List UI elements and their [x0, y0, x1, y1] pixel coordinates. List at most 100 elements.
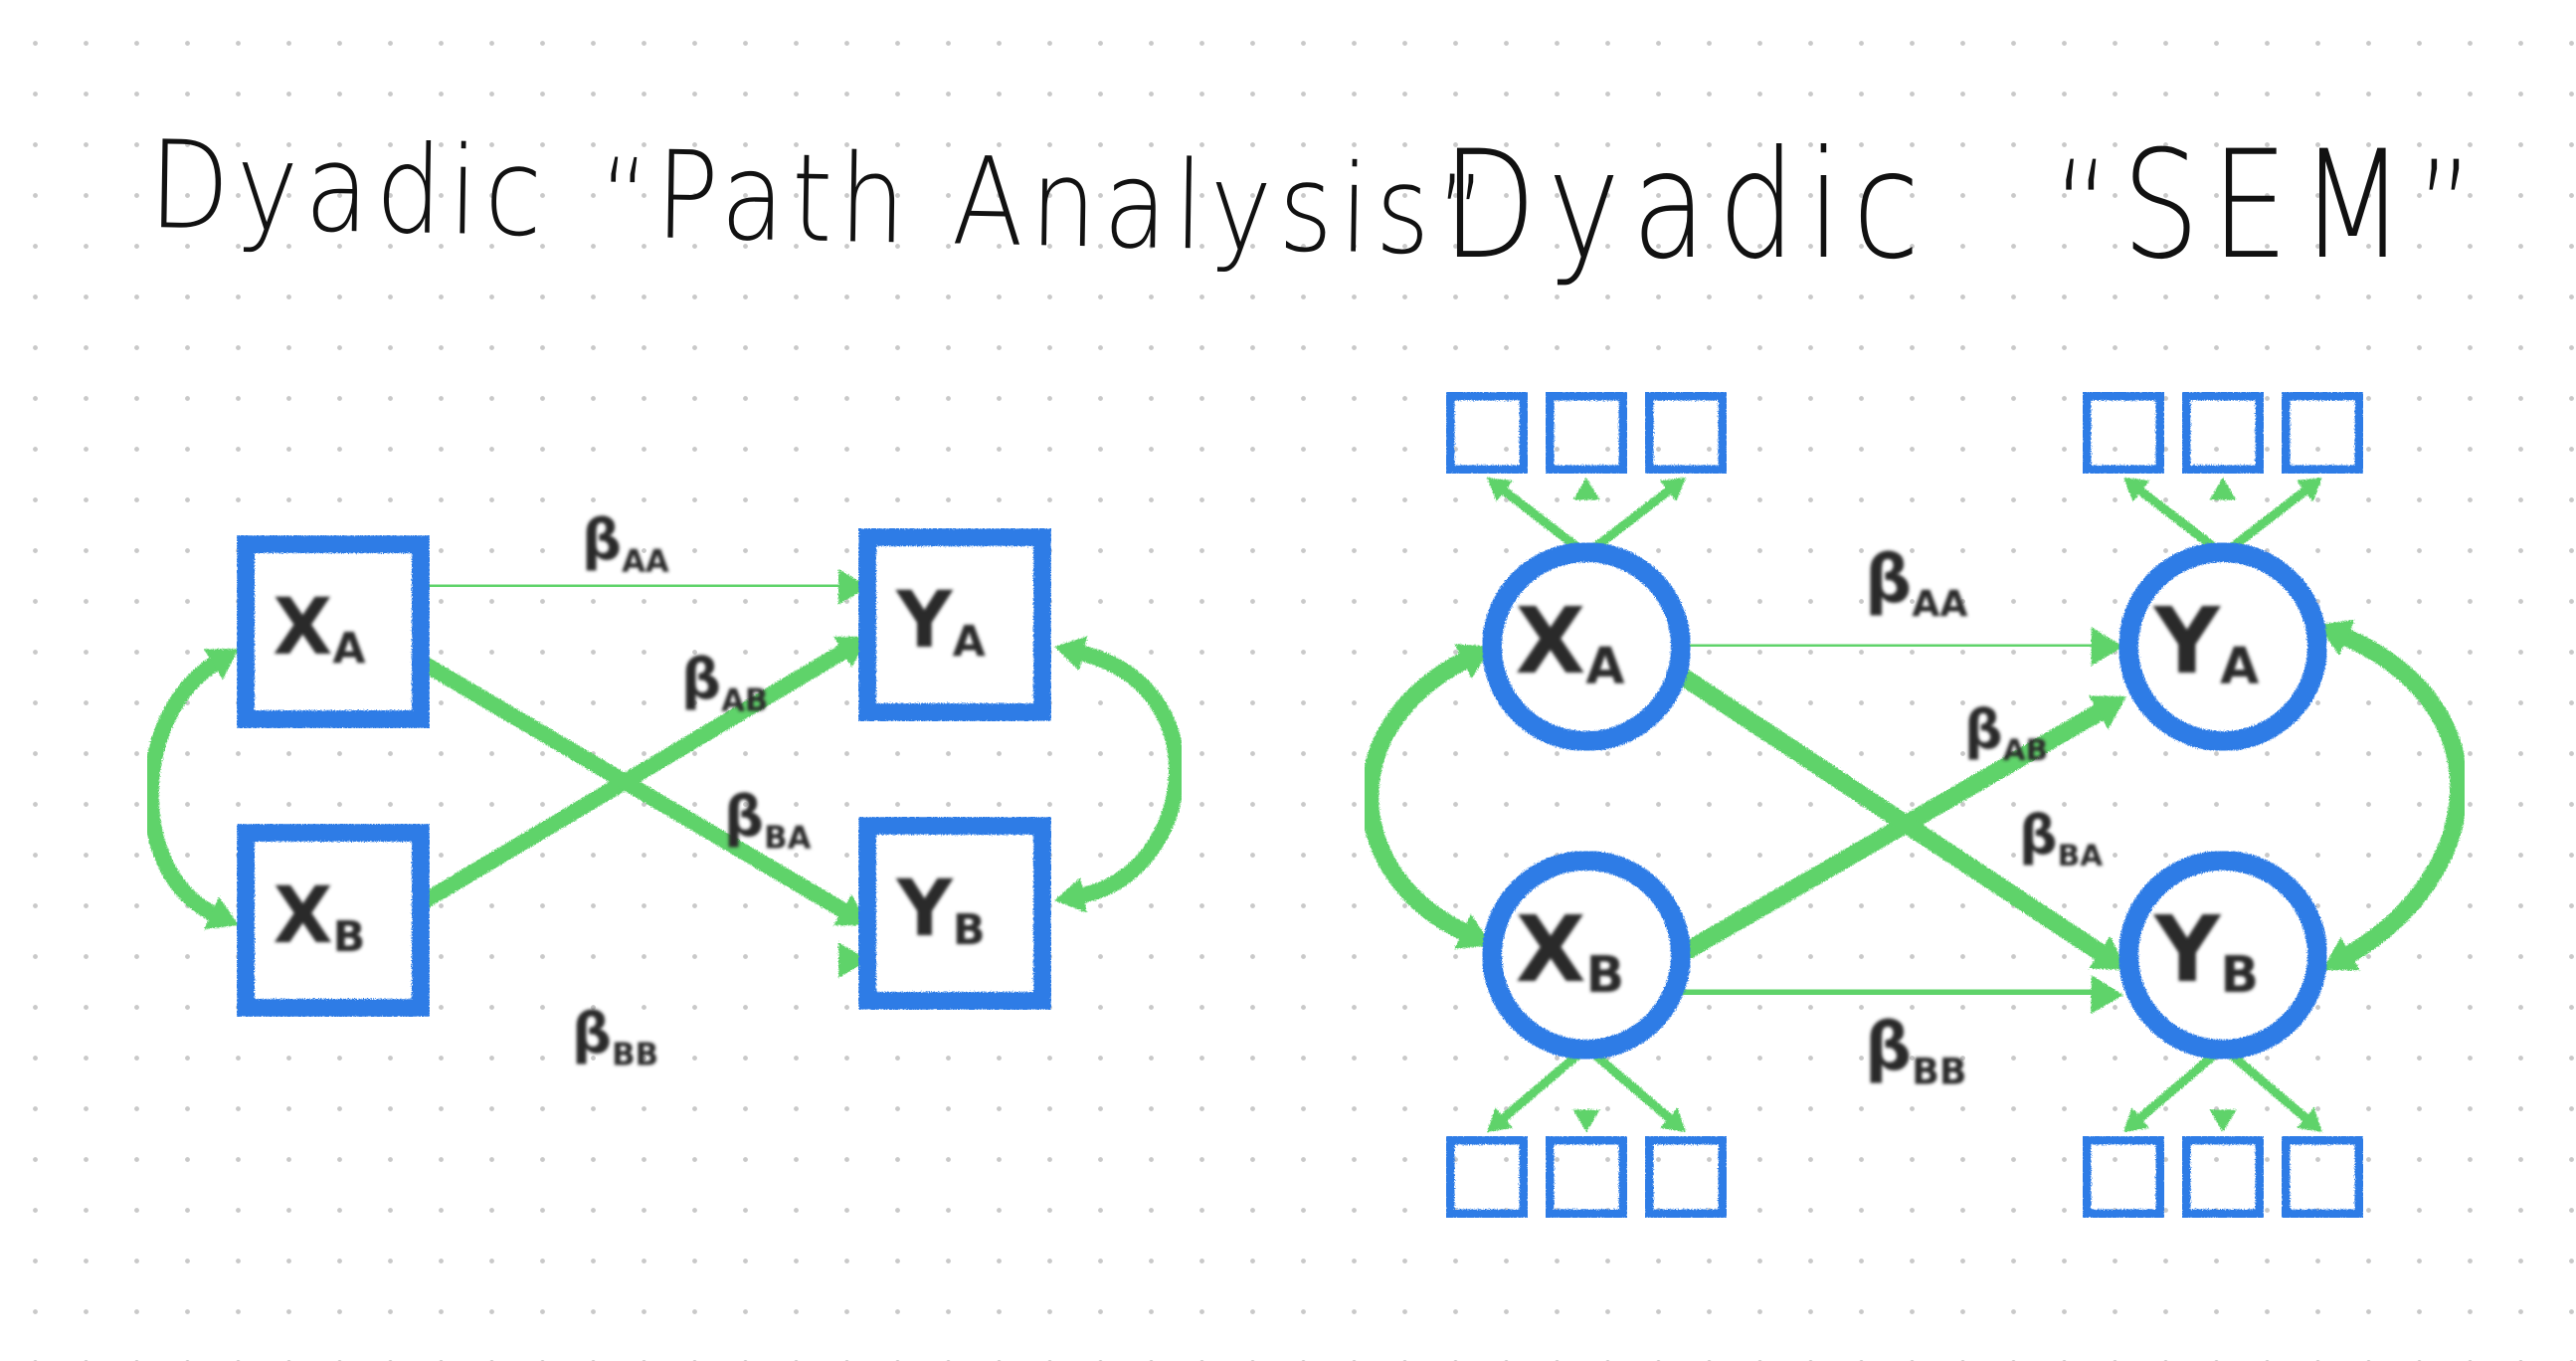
- path-arrow-aa-head: [2091, 627, 2123, 667]
- loading-arrow-xa-1: [1487, 478, 1591, 559]
- beta-label-bb: βBB: [572, 1002, 658, 1072]
- beta-label-ab-greek: β: [1964, 698, 2003, 761]
- latent-yb: YB: [2118, 851, 2327, 1060]
- indicator-box: [1644, 1135, 1728, 1219]
- beta-label-ab-subscript: AB: [2003, 733, 2049, 768]
- node-label-ya-subscript: A: [2220, 637, 2259, 695]
- node-label-xa-subscript: A: [332, 624, 365, 674]
- covariance-arrow-y-curve: [2334, 627, 2469, 965]
- path-arrow-bb-head: [838, 942, 868, 978]
- node-xa: XA: [237, 535, 430, 728]
- loading-arrow-yb-1-head: [2123, 1107, 2149, 1132]
- covariance-arrow-x-curve: [142, 654, 225, 923]
- node-label-yb-subscript: B: [2220, 945, 2259, 1004]
- indicator-box: [1545, 1135, 1628, 1219]
- node-label-yb-main: Y: [2153, 896, 2222, 1003]
- beta-label-aa: βAA: [1865, 541, 1967, 626]
- node-label-ya-main: Y: [895, 576, 954, 666]
- beta-label-bb-subscript: BB: [612, 1037, 658, 1072]
- loading-arrow-ya-2-head: [2209, 478, 2237, 500]
- beta-label-bb-subscript: BB: [1912, 1051, 1966, 1093]
- indicator-box: [1644, 391, 1728, 475]
- beta-label-ab: βAB: [681, 648, 768, 718]
- indicator-box: [1445, 1135, 1529, 1219]
- loading-arrow-xb-1: [1487, 1043, 1591, 1132]
- node-label-xa: XA: [273, 583, 365, 674]
- node-label-xb-main: X: [1516, 896, 1586, 1003]
- node-label-yb-main: Y: [895, 865, 954, 954]
- node-label-xb-main: X: [274, 872, 333, 961]
- beta-label-bb: βBB: [1865, 1009, 1967, 1093]
- path-arrow-aa-shaft: [418, 577, 850, 595]
- covariance-arrow-x-head-start: [204, 649, 239, 680]
- indicator-box: [2082, 1135, 2165, 1219]
- covariance-arrow-x: [142, 649, 239, 929]
- indicator-box: [1545, 391, 1628, 475]
- node-box: [858, 528, 1051, 721]
- indicators-xa: [1445, 391, 1728, 559]
- close-quote: ”: [2416, 132, 2485, 289]
- beta-label-aa-subscript: AA: [1912, 583, 1967, 626]
- path-arrow-aa: [1674, 627, 2123, 667]
- loading-arrow-xa-1-head: [1487, 478, 1514, 502]
- loading-arrow-ya-1: [2123, 478, 2228, 559]
- loading-arrow-xb-1-head: [1487, 1107, 1513, 1132]
- node-label-yb-subscript: B: [953, 905, 986, 955]
- indicator-box: [2281, 1135, 2364, 1219]
- node-ya: YA: [858, 528, 1051, 721]
- beta-label-bb-greek: β: [1865, 1009, 1912, 1085]
- title-sem: Dyadic“SEM”: [1442, 119, 2485, 292]
- beta-label-ba: βBA: [724, 785, 812, 856]
- indicator-box: [2181, 391, 2265, 475]
- loading-arrow-yb-1: [2123, 1043, 2228, 1132]
- loading-arrow-yb-3-shaft: [2218, 1043, 2312, 1124]
- covariance-arrow-x-head-end: [1454, 913, 1492, 949]
- indicator-box: [1445, 391, 1529, 475]
- loading-arrow-xb-3: [1581, 1043, 1686, 1132]
- latent-xa: XA: [1482, 542, 1691, 751]
- beta-label-ab-greek: β: [681, 648, 721, 712]
- node-box: [858, 817, 1051, 1010]
- covariance-arrow-y: [1054, 636, 1185, 913]
- title-right-quoted: SEM: [2121, 119, 2417, 292]
- loading-arrow-xb-3-shaft: [1581, 1043, 1676, 1124]
- beta-label-ba-greek: β: [724, 785, 764, 850]
- loading-arrow-xa-2-head: [1572, 478, 1600, 500]
- node-yb: YB: [858, 817, 1051, 1010]
- latent-ya: YA: [2118, 542, 2327, 751]
- beta-label-ab-subscript: AB: [721, 682, 768, 718]
- loading-arrow-ya-1-head: [2123, 478, 2150, 502]
- path-arrow-ab: [418, 636, 868, 908]
- latent-circle: [2118, 851, 2327, 1060]
- path-arrow-ab-shaft: [1674, 701, 2112, 962]
- covariance-arrow-y-head-end: [1054, 877, 1087, 913]
- covariance-arrow-x-head-end: [204, 896, 239, 929]
- loading-arrow-xb-2-head: [1572, 1109, 1600, 1132]
- latent-circle: [2118, 542, 2327, 751]
- covariance-arrow-x-curve: [1361, 650, 1476, 942]
- beta-label-aa-greek: β: [582, 508, 622, 573]
- node-label-xa-main: X: [273, 583, 332, 673]
- node-label-xb-subscript: B: [333, 912, 366, 962]
- loading-arrow-ya-3: [2218, 478, 2322, 559]
- latent-circle: [1482, 851, 1691, 1060]
- node-label-xa-main: X: [1515, 588, 1585, 694]
- latent-circle: [1482, 542, 1691, 751]
- beta-label-ba: βBA: [2019, 804, 2103, 874]
- path-arrow-bb-head: [2091, 975, 2123, 1015]
- path-arrow-ba-shaft: [1674, 668, 2113, 964]
- beta-label-ba-subscript: BA: [764, 820, 811, 856]
- node-label-yb: YB: [2153, 896, 2259, 1004]
- path-arrow-ab: [1674, 695, 2126, 962]
- beta-label-aa-greek: β: [1865, 541, 1912, 618]
- path-arrow-bb: [1674, 975, 2123, 1015]
- path-arrow-aa-head: [837, 568, 868, 605]
- beta-label-aa-subscript: AA: [622, 543, 669, 579]
- covariance-arrow-x: [1361, 644, 1492, 949]
- node-label-ya: YA: [2153, 588, 2260, 695]
- open-quote: “: [2053, 132, 2122, 289]
- node-box: [237, 535, 430, 728]
